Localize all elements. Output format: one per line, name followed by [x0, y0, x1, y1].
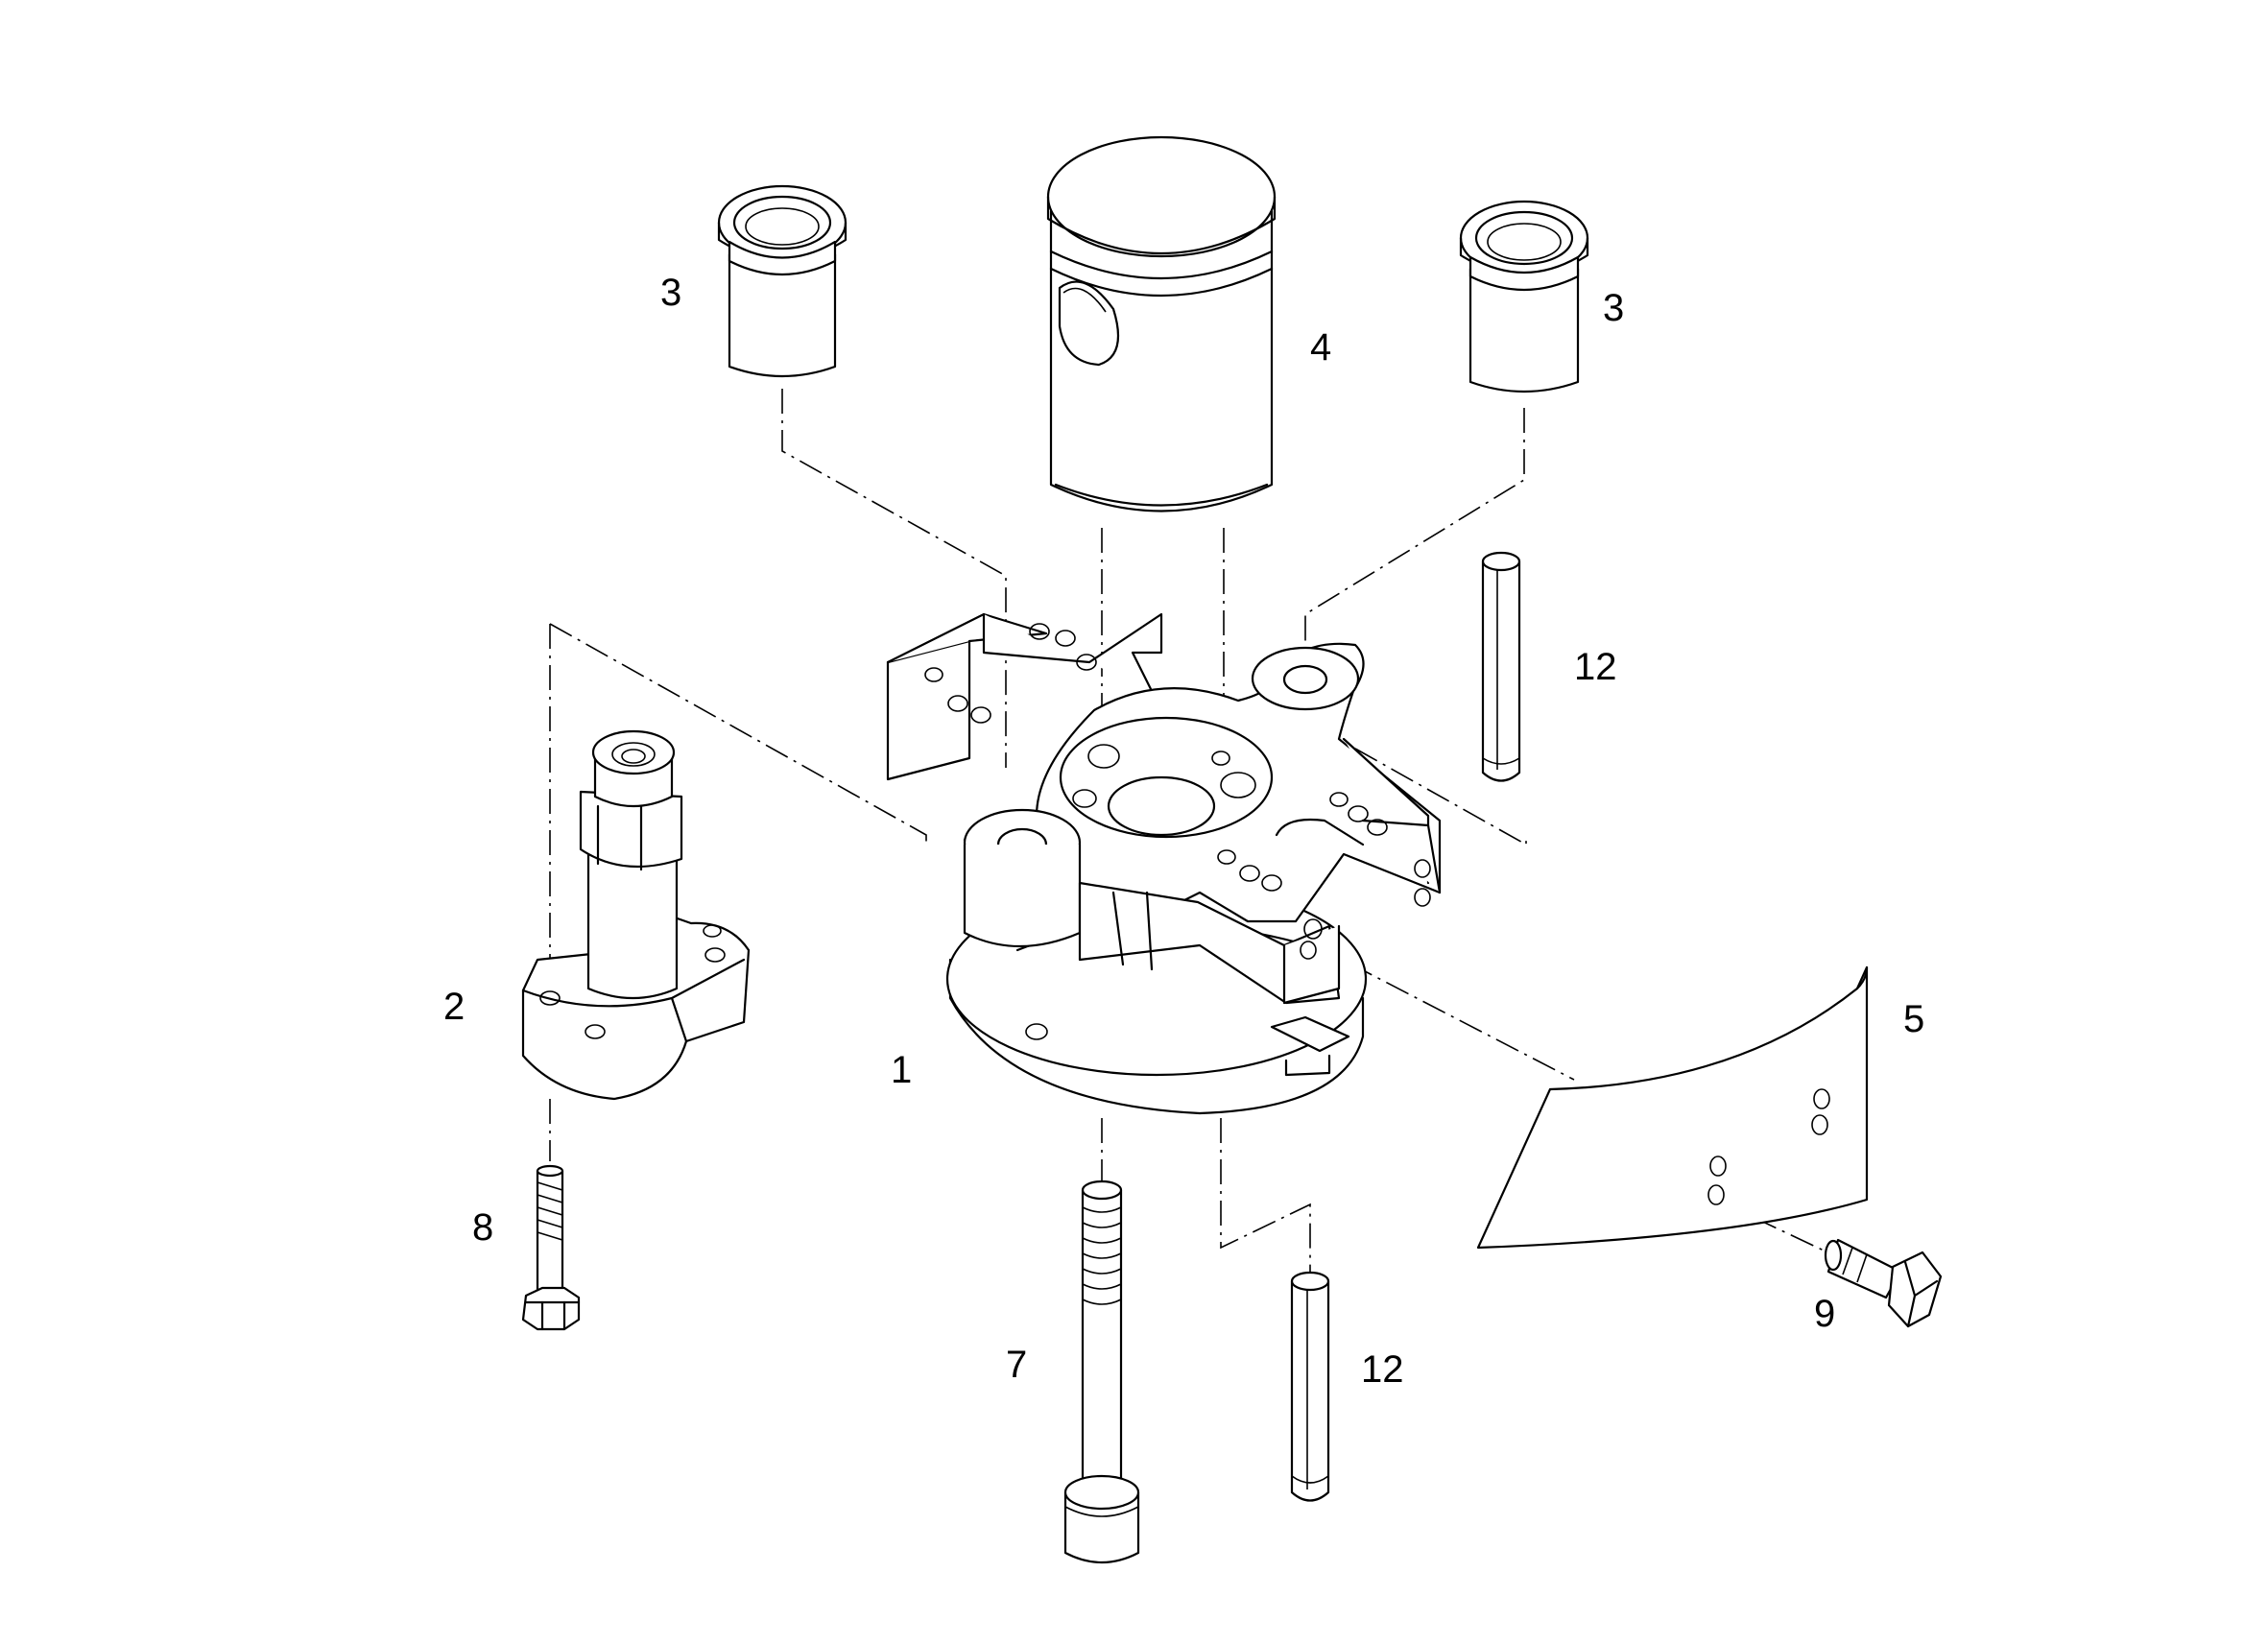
callout-12-lower: 12 — [1361, 1348, 1404, 1391]
fitting-block-icon — [521, 729, 751, 1101]
callout-9: 9 — [1814, 1293, 1835, 1335]
callout-3-right: 3 — [1603, 287, 1624, 329]
bushing-left-icon — [717, 184, 848, 378]
callout-7: 7 — [1006, 1344, 1027, 1386]
callout-2: 2 — [443, 986, 465, 1028]
base-housing-icon — [886, 612, 1442, 1115]
callout-4: 4 — [1310, 326, 1331, 369]
roll-pin-lower-icon — [1290, 1271, 1330, 1502]
cap-screw-small-icon — [521, 1164, 581, 1331]
piston-icon — [1046, 135, 1277, 512]
callout-labels: 1 2 3 3 4 5 7 8 9 12 12 — [443, 272, 1924, 1391]
guard-plate-icon — [1476, 965, 1869, 1250]
callout-12-upper: 12 — [1574, 646, 1617, 688]
callout-8: 8 — [472, 1206, 493, 1249]
hex-bolt-icon — [1824, 1238, 1943, 1328]
callout-1: 1 — [891, 1049, 912, 1091]
roll-pin-upper-icon — [1481, 551, 1521, 782]
bushing-right-icon — [1459, 200, 1589, 393]
callout-3-left: 3 — [660, 272, 681, 314]
callout-5: 5 — [1903, 998, 1924, 1040]
cap-screw-long-icon — [1063, 1179, 1140, 1564]
